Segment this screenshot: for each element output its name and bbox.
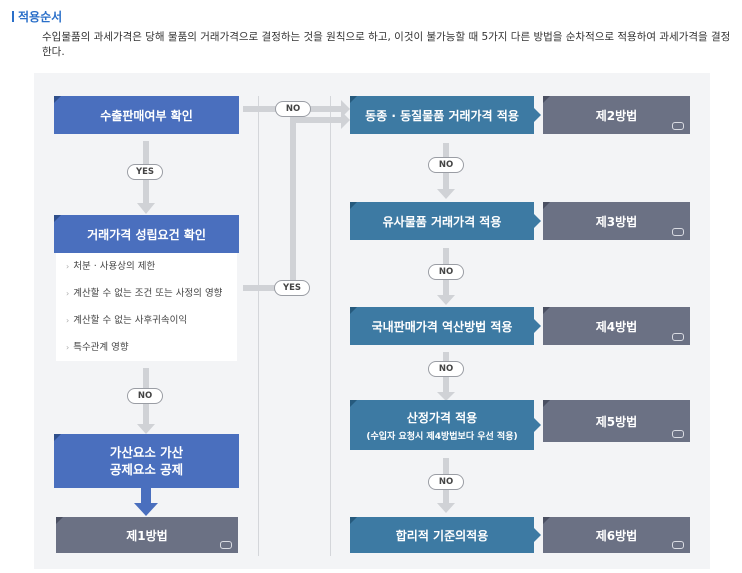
step-label-4: 산정가격 적용 (406, 410, 478, 425)
step-label-1: 동종 · 동질물품 거래가격 적용 (365, 108, 519, 123)
step-box-3: 국내판매가격 역산방법 적용 (350, 307, 534, 345)
no-label-right-1: NO (428, 157, 464, 173)
method-box-6: 제6방법 (543, 517, 690, 553)
box-corner (350, 307, 357, 314)
condition-item: ›처분 · 사용상의 제한 (66, 261, 156, 272)
link-icon[interactable] (672, 430, 684, 438)
link-icon[interactable] (672, 122, 684, 130)
step-arrow-tip-2 (534, 214, 541, 228)
box-corner (54, 434, 61, 441)
adjustment-box: 가산요소 가산 공제요소 공제 (54, 434, 239, 488)
no-label-right-2: NO (428, 264, 464, 280)
step-label-2: 유사물품 거래가격 적용 (382, 214, 502, 229)
description: 수입물품의 과세가격은 당해 물품의 거래가격으로 결정하는 것을 원칙으로 하… (42, 31, 731, 58)
check-transaction-box: 거래가격 성립요건 확인 (54, 215, 239, 253)
method-box-4: 제4방법 (543, 307, 690, 345)
no-label-right-4: NO (428, 474, 464, 490)
step-arrow-tip-3 (534, 319, 541, 333)
no-label-right-3: NO (428, 361, 464, 377)
box-corner (54, 215, 61, 222)
step-arrow-tip-4 (534, 418, 541, 432)
check-export-box: 수출판매여부 확인 (54, 96, 239, 134)
section-title: 적용순서 (12, 8, 62, 25)
check-export-label: 수출판매여부 확인 (100, 108, 193, 123)
method-label-3: 제3방법 (595, 214, 638, 229)
method-box-2: 제2방법 (543, 96, 690, 134)
box-corner (56, 517, 63, 524)
condition-item: ›계산할 수 없는 사후귀속이익 (66, 315, 188, 326)
box-corner (543, 96, 550, 103)
link-icon[interactable] (672, 333, 684, 341)
step-label-5: 합리적 기준의적용 (395, 528, 489, 543)
box-corner (350, 96, 357, 103)
title-bar-marker (12, 11, 14, 22)
method-label-2: 제2방법 (595, 108, 638, 123)
link-icon[interactable] (672, 228, 684, 236)
box-corner (350, 202, 357, 209)
method-label-6: 제6방법 (595, 528, 638, 543)
adjust-line-2: 공제요소 공제 (109, 462, 184, 477)
step-label-3: 국내판매가격 역산방법 적용 (371, 319, 513, 334)
yes-label-mid: YES (274, 280, 310, 296)
method-label-5: 제5방법 (595, 414, 638, 429)
box-corner (543, 307, 550, 314)
method1-box: 제1방법 (56, 517, 238, 553)
box-corner (543, 517, 550, 524)
method-box-5: 제5방법 (543, 400, 690, 442)
method1-label: 제1방법 (126, 528, 168, 543)
adjust-line-1: 가산요소 가산 (109, 445, 184, 460)
step-arrow-tip-5 (534, 528, 541, 542)
divider-line-left (258, 96, 259, 556)
box-corner (350, 517, 357, 524)
condition-item: ›계산할 수 없는 조건 또는 사정의 영향 (66, 288, 223, 299)
step-sublabel-4: (수입자 요청시 제4방법보다 우선 적용) (366, 431, 518, 442)
box-corner (350, 400, 357, 407)
box-corner (543, 400, 550, 407)
yes-label-left: YES (127, 164, 163, 180)
conditions-list: ›처분 · 사용상의 제한 ›계산할 수 없는 조건 또는 사정의 영향 ›계산… (56, 253, 237, 361)
method-label-4: 제4방법 (595, 319, 638, 334)
step-arrow-tip-1 (534, 108, 541, 122)
step-box-4: 산정가격 적용 (수입자 요청시 제4방법보다 우선 적용) (350, 400, 534, 450)
divider-line-right (330, 96, 331, 556)
step-box-1: 동종 · 동질물품 거래가격 적용 (350, 96, 534, 134)
box-corner (543, 202, 550, 209)
no-label-top: NO (275, 101, 311, 117)
no-label-left: NO (127, 388, 163, 404)
step-box-5: 합리적 기준의적용 (350, 517, 534, 553)
link-icon[interactable] (672, 541, 684, 549)
section-title-text: 적용순서 (18, 10, 63, 24)
step-box-2: 유사물품 거래가격 적용 (350, 202, 534, 240)
link-icon[interactable] (220, 541, 232, 549)
box-corner (54, 96, 61, 103)
condition-item: ›특수관계 영향 (66, 342, 129, 353)
check-transaction-label: 거래가격 성립요건 확인 (87, 227, 206, 242)
method-box-3: 제3방법 (543, 202, 690, 240)
